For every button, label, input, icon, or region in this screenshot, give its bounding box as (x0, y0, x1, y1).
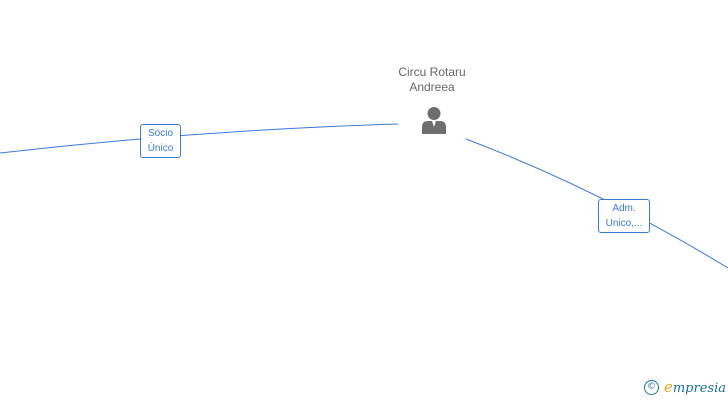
relation-label-line1: Adm. (612, 203, 636, 214)
relation-label-adm-unico[interactable]: Adm. Unico,... (598, 199, 650, 233)
relation-label-line2: Unico,... (605, 218, 643, 229)
relation-label-socio-unico[interactable]: Socio Único (140, 124, 181, 158)
person-name[interactable]: Circu Rotaru Andreea (372, 65, 492, 95)
empresia-logo: © empresia (643, 378, 726, 396)
relation-label-line2: Único (147, 143, 174, 154)
person-name-line1: Circu Rotaru (398, 65, 466, 79)
brand-name: empresia (663, 378, 726, 396)
relation-label-line1: Socio (147, 128, 173, 139)
edge-adm-unico (465, 138, 728, 269)
copyright-icon: © (643, 379, 659, 395)
person-name-line2: Andreea (409, 80, 455, 94)
person-icon[interactable] (419, 105, 449, 135)
edge-socio-unico (0, 123, 399, 154)
